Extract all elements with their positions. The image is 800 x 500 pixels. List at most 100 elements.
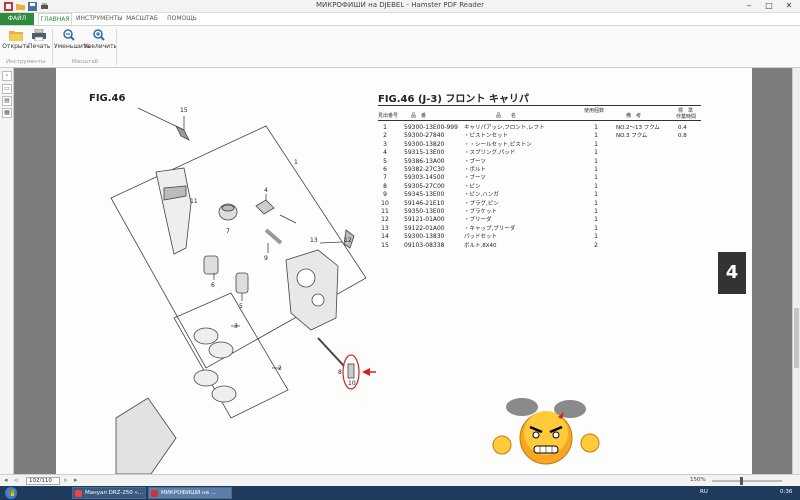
zoom-in-button[interactable]: Увеличить (84, 28, 117, 56)
bleeder-12 (343, 229, 355, 249)
language-indicator[interactable]: RU (700, 489, 708, 495)
row-no: 2 (383, 132, 387, 140)
start-button-icon[interactable] (2, 486, 20, 500)
row-qty: 1 (594, 191, 598, 199)
zoom-slider[interactable] (712, 480, 782, 482)
row-part-no: 59303-14500 (404, 174, 445, 182)
row-no: 9 (383, 191, 387, 199)
table-row: 6 59382-27C30 ・ボルト 1 (378, 166, 701, 174)
row-qty: 2 (594, 241, 598, 249)
header-qty: 使用個数 (584, 108, 605, 114)
last-page-icon[interactable]: ▸ (74, 476, 78, 484)
row-no: 15 (381, 241, 389, 249)
row-qty: 1 (594, 216, 598, 224)
row-part-name: ・・シールセット,ピストン (464, 141, 532, 148)
first-page-icon[interactable]: ◂ (4, 476, 8, 484)
taskbar-item-pdf-reader[interactable]: МИКРОФИШИ на ... (148, 487, 232, 499)
printer-icon (32, 29, 46, 41)
taskbar: Мануал DRZ-250 »... МИКРОФИШИ на ... RU … (0, 486, 800, 500)
print-button-label: Печать (28, 43, 51, 50)
zoom-out-button[interactable]: Уменьшить (54, 28, 90, 56)
row-no: 12 (381, 216, 389, 224)
table-top-rule (378, 105, 701, 106)
tab-help[interactable]: ПОМОЩЬ (167, 15, 197, 22)
zoom-slider-knob[interactable] (740, 477, 743, 485)
row-qty: 1 (594, 233, 598, 241)
table-row: 2 59300-27840 ・ピストンセット 1 NO.3 フクム 0.8 (378, 132, 701, 140)
vertical-scrollbar[interactable] (792, 68, 800, 474)
pad-14 (115, 397, 177, 474)
row-std-time: 0.8 (678, 133, 687, 140)
row-no: 6 (383, 166, 387, 173)
row-part-name: ボルト,8X40 (464, 242, 497, 249)
row-part-name: パッドセット (464, 234, 498, 241)
minimize-button[interactable]: ‒ (746, 1, 752, 10)
row-part-name: ・ボルト (464, 167, 487, 173)
taskbar-item-browser-label: Мануал DRZ-250 »... (85, 490, 144, 496)
browser-icon (75, 490, 82, 497)
save-icon[interactable] (28, 2, 37, 11)
row-part-name: ・ブリーダ (464, 217, 492, 224)
tab-tools[interactable]: ИНСТРУМЕНТЫ (76, 15, 123, 22)
header-name: 品 名 (496, 113, 517, 119)
row-part-name: ・ピストンセット (464, 133, 509, 140)
caliper-body (285, 249, 339, 331)
sidebar-bookmarks-icon[interactable]: ▤ (2, 96, 12, 106)
sidebar-thumbnails-icon[interactable]: ▦ (2, 108, 12, 118)
quick-print-icon[interactable] (40, 2, 49, 11)
table-header-rule (378, 120, 701, 121)
exploded-diagram: 15 11 7 4 9 6 5 13 12 3 2 1 8 10 (110, 107, 376, 474)
clock[interactable]: 0:36 (780, 489, 793, 495)
taskbar-item-browser[interactable]: Мануал DRZ-250 »... (72, 487, 146, 499)
document-background-right (752, 68, 792, 474)
next-page-icon[interactable]: ▹ (64, 476, 68, 484)
row-qty: 1 (594, 174, 598, 182)
close-button[interactable]: ✕ (785, 1, 793, 10)
row-part-no: 59146-21E10 (404, 199, 445, 207)
row-qty: 1 (594, 132, 598, 140)
pdf-page: FIG.46 (56, 68, 752, 474)
callout-13: 13 (310, 237, 318, 244)
row-part-no: 59300-27840 (404, 132, 445, 140)
open-button[interactable]: Открыть (2, 28, 30, 56)
scrollbar-thumb[interactable] (794, 308, 799, 368)
row-part-no: 59382-27C30 (404, 166, 445, 173)
bolt-6 (235, 272, 249, 294)
tab-file[interactable]: ФАЙЛ (0, 13, 34, 25)
callout-4: 4 (264, 187, 268, 194)
row-part-no: 59350-13E00 (404, 208, 445, 215)
row-note: NO.2～13 フクム (616, 125, 660, 131)
row-qty: 1 (594, 124, 598, 131)
print-button[interactable]: Печать (28, 28, 50, 56)
prev-page-icon[interactable]: ◃ (14, 476, 18, 484)
header-part-no: 品 番 (411, 113, 427, 119)
pin-9 (264, 228, 283, 245)
row-note: NO.3 フクム (616, 133, 648, 140)
callout-9: 9 (264, 255, 268, 262)
row-no: 1 (383, 124, 387, 131)
maximize-button[interactable]: □ (765, 1, 773, 10)
zoom-level: 150% (690, 477, 706, 483)
row-qty: 1 (594, 166, 598, 173)
callout-5: 5 (239, 303, 243, 310)
tab-home[interactable]: ГЛАВНАЯ (38, 13, 72, 25)
angry-smiley-icon (492, 398, 600, 465)
row-part-name: ・ピン,ハンガ (464, 192, 499, 199)
header-std-time: 作業時間 (676, 114, 697, 120)
row-part-no: 59305-27C00 (404, 182, 445, 190)
tab-scale[interactable]: МАСШТАБ (126, 15, 158, 22)
row-part-name: ・ピン (464, 183, 481, 190)
row-part-no: 59386-13A00 (404, 157, 445, 165)
sidebar-pages-icon[interactable]: ▭ (2, 84, 12, 94)
sidebar-expand-icon[interactable]: › (2, 71, 12, 81)
taskbar-item-pdf-label: МИКРОФИШИ на ... (161, 490, 216, 496)
page-number-input[interactable]: 102/110 (26, 477, 60, 485)
open-folder-icon[interactable] (16, 2, 25, 11)
callout-15: 15 (180, 107, 188, 114)
